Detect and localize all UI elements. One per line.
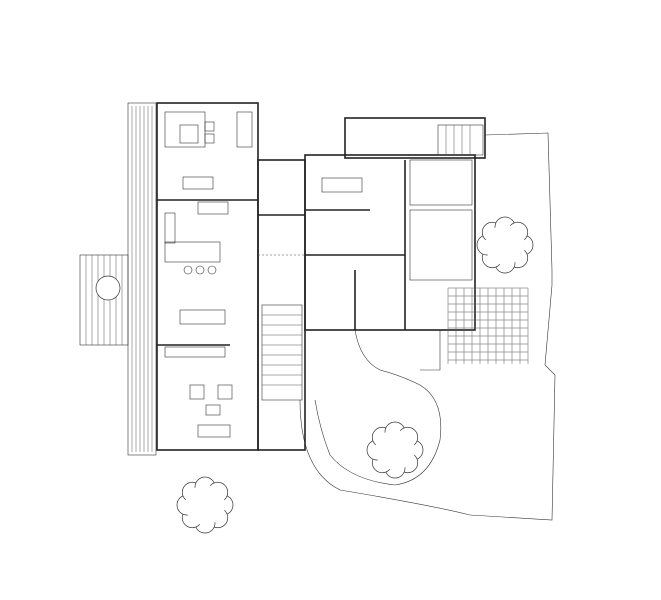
deck (127, 102, 157, 456)
garden-path (314, 329, 442, 486)
patio (447, 287, 529, 364)
sofa (164, 111, 206, 148)
shelf (236, 111, 253, 148)
kitchen-island (164, 241, 221, 263)
site-boundary (299, 132, 556, 521)
tree-icon (176, 476, 234, 534)
east-block (304, 154, 476, 331)
tree-icon (366, 421, 424, 479)
bathtub (321, 177, 363, 193)
coffee-table (205, 404, 221, 416)
tree-icon (476, 216, 534, 274)
round-table (95, 275, 121, 301)
tree (176, 216, 534, 534)
entry (344, 117, 486, 159)
stairs (261, 304, 303, 401)
armchair (189, 384, 205, 400)
terrace (79, 254, 129, 346)
west-wing (156, 102, 259, 451)
couch (197, 424, 231, 438)
kitchen-counter (164, 212, 176, 244)
garden-path-edge (355, 329, 441, 371)
entry-stairs (437, 124, 484, 156)
dining-table (179, 309, 226, 325)
desk (182, 176, 214, 190)
kitchen-cabinets (197, 201, 229, 215)
middle-section (257, 159, 306, 451)
sideboard (164, 346, 226, 358)
